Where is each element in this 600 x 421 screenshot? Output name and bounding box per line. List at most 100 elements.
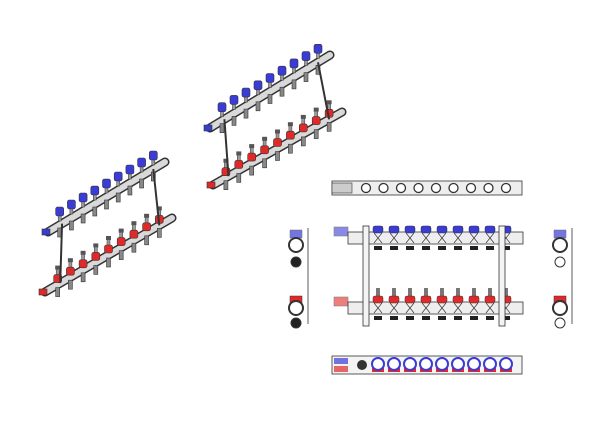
manifold-bar bbox=[210, 109, 345, 188]
outlet-fitting bbox=[279, 86, 285, 97]
return-cap bbox=[404, 295, 416, 304]
outlet-fitting bbox=[131, 242, 137, 253]
valve-body bbox=[373, 232, 383, 244]
supply-cap bbox=[452, 225, 464, 234]
outlet-fitting bbox=[118, 250, 124, 260]
supply-port bbox=[451, 357, 465, 371]
mounting-bracket bbox=[317, 62, 331, 120]
inlet-fitting bbox=[331, 182, 353, 194]
flow-meter-head bbox=[236, 151, 242, 156]
valve-body bbox=[437, 302, 447, 314]
return-cap bbox=[468, 295, 480, 304]
flow-meter-head bbox=[326, 100, 332, 105]
valve-body bbox=[453, 232, 463, 244]
return-cap bbox=[436, 295, 448, 304]
ball-valve-handle bbox=[203, 124, 213, 132]
valve-body bbox=[485, 232, 495, 244]
manifold-section bbox=[552, 237, 568, 253]
supply-cap bbox=[229, 95, 239, 105]
outlet-fitting bbox=[92, 206, 98, 217]
flow-meter bbox=[376, 288, 380, 296]
outlet-port bbox=[500, 182, 512, 194]
return-cap bbox=[273, 138, 282, 147]
supply-port bbox=[371, 357, 385, 371]
supply-cap bbox=[102, 178, 111, 189]
supply-port bbox=[403, 357, 417, 371]
supply-cap bbox=[149, 150, 158, 161]
valve-body bbox=[469, 232, 479, 244]
outlet bbox=[554, 317, 566, 329]
valve-body bbox=[485, 302, 495, 314]
outlet-fitting bbox=[144, 235, 149, 246]
outlet-fitting bbox=[127, 185, 133, 196]
manifold-bar bbox=[45, 159, 168, 235]
outlet-nut bbox=[486, 316, 494, 320]
outlet-port bbox=[413, 182, 424, 194]
flow-meter-head bbox=[80, 250, 86, 255]
flow-meter-head bbox=[300, 114, 306, 119]
supply-cap bbox=[553, 229, 567, 239]
flow-meter-head bbox=[287, 122, 293, 127]
outlet-fitting bbox=[326, 122, 332, 132]
top-view bbox=[331, 180, 523, 196]
mounting-bracket bbox=[362, 225, 370, 327]
outlet-fitting bbox=[104, 199, 109, 210]
return-cap bbox=[388, 295, 400, 304]
flow-meter-head bbox=[144, 213, 150, 218]
return-cap bbox=[420, 295, 432, 304]
flow-meter-head bbox=[118, 228, 124, 233]
outlet-fitting bbox=[300, 136, 306, 147]
outlet-nut bbox=[454, 246, 462, 250]
flow-meter bbox=[504, 288, 508, 296]
supply-cap bbox=[404, 225, 416, 234]
outlet-fitting bbox=[68, 279, 73, 290]
outlet-fitting bbox=[249, 165, 254, 176]
return-cap bbox=[91, 252, 101, 261]
supply-cap bbox=[67, 199, 76, 210]
return-cap bbox=[311, 116, 321, 125]
outlet-port bbox=[483, 182, 494, 194]
outlet-fitting bbox=[291, 79, 297, 90]
ball-valve-handle bbox=[206, 181, 216, 189]
supply-valve bbox=[334, 358, 348, 364]
valve-body bbox=[437, 232, 447, 244]
outlet-fitting bbox=[80, 213, 86, 224]
outlet-fitting bbox=[275, 151, 280, 161]
outlet-port bbox=[360, 182, 372, 194]
flow-meter bbox=[408, 288, 412, 296]
flow-meter bbox=[488, 288, 492, 296]
supply-cap bbox=[301, 51, 311, 61]
flow-meter-head bbox=[275, 129, 280, 134]
inlet-port bbox=[357, 360, 367, 370]
outlet-fitting bbox=[243, 108, 249, 119]
supply-cap bbox=[289, 229, 303, 239]
flow-meter-head bbox=[93, 243, 99, 248]
supply-port bbox=[435, 357, 449, 371]
outlet-nut bbox=[470, 246, 478, 250]
outlet-fitting bbox=[262, 158, 267, 169]
supply-cap bbox=[137, 157, 146, 168]
outlet-fitting bbox=[80, 272, 86, 283]
return-cap bbox=[116, 237, 126, 246]
flow-meter bbox=[392, 288, 396, 296]
outlet-nut bbox=[422, 246, 430, 250]
isometric-view-upper bbox=[203, 43, 347, 190]
supply-cap bbox=[55, 206, 65, 217]
flow-meter-head bbox=[156, 206, 162, 211]
manifold-section bbox=[288, 237, 304, 253]
outlet-fitting bbox=[93, 265, 99, 275]
flow-meter-head bbox=[131, 221, 137, 226]
valve-body bbox=[421, 302, 431, 314]
right-side-view bbox=[552, 228, 573, 329]
outlet-fitting bbox=[223, 180, 229, 190]
outlet-port bbox=[378, 182, 389, 194]
outlet-port bbox=[430, 182, 442, 194]
outlet-fitting bbox=[231, 116, 237, 126]
flow-meter-head bbox=[67, 258, 73, 263]
left-side-view bbox=[288, 228, 309, 329]
manifold-section bbox=[288, 300, 304, 316]
supply-cap bbox=[289, 58, 299, 69]
return-cap bbox=[247, 152, 256, 162]
